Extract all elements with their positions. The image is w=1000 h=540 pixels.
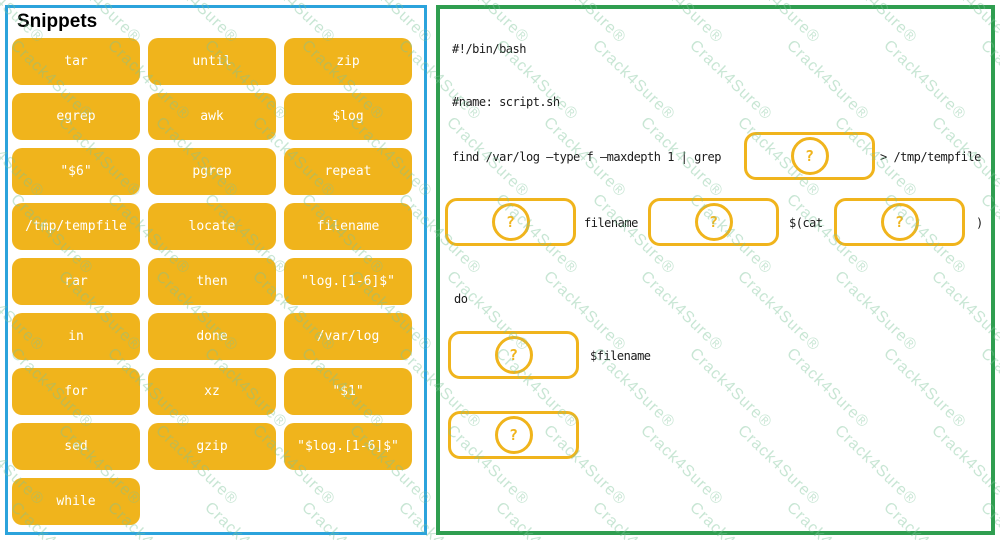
- question-mark-icon: ?: [694, 203, 733, 241]
- snippet-zip[interactable]: zip: [284, 38, 412, 85]
- snippets-panel-title: Snippets: [17, 11, 98, 32]
- snippet-quoted-dollar-1[interactable]: "$1": [284, 368, 412, 415]
- question-mark-icon: ?: [880, 203, 919, 241]
- loop-filename-label: filename: [584, 215, 638, 230]
- drop-zone-done[interactable]: ?: [448, 411, 579, 459]
- snippet-repeat[interactable]: repeat: [284, 148, 412, 195]
- question-mark-icon: ?: [790, 137, 829, 175]
- cat-close-text: ): [976, 215, 983, 230]
- snippet-var-log[interactable]: /var/log: [284, 313, 412, 360]
- cat-open-text: $(cat: [789, 215, 823, 230]
- snippet-dollar-log-regex[interactable]: "$log.[1-6]$": [284, 423, 412, 470]
- snippet-xz[interactable]: xz: [148, 368, 276, 415]
- drop-zone-loop-keyword[interactable]: ?: [445, 198, 576, 246]
- snippet-tmp-tempfile[interactable]: /tmp/tempfile: [12, 203, 140, 250]
- snippet-for[interactable]: for: [12, 368, 140, 415]
- script-line-do: do: [454, 292, 468, 306]
- snippet-until[interactable]: until: [148, 38, 276, 85]
- drop-zone-cat-file[interactable]: ?: [834, 198, 965, 246]
- snippet-pgrep[interactable]: pgrep: [148, 148, 276, 195]
- snippet-gzip[interactable]: gzip: [148, 423, 276, 470]
- drop-zone-grep-pattern[interactable]: ?: [744, 132, 875, 180]
- drop-zone-body-command[interactable]: ?: [448, 331, 579, 379]
- script-line-name-comment: #name: script.sh: [452, 95, 560, 109]
- script-line-body: ? $filename: [440, 331, 991, 380]
- snippet-then[interactable]: then: [148, 258, 276, 305]
- find-command-text: find /var/log –type f –maxdepth 1 | grep: [452, 149, 721, 164]
- snippet-tar[interactable]: tar: [12, 38, 140, 85]
- snippet-awk[interactable]: awk: [148, 93, 276, 140]
- snippets-panel: Snippets tar until zip egrep awk $log "$…: [5, 5, 427, 535]
- script-line-find: find /var/log –type f –maxdepth 1 | grep…: [440, 132, 991, 181]
- script-line-shebang: #!/bin/bash: [452, 42, 526, 56]
- snippet-dollar-log[interactable]: $log: [284, 93, 412, 140]
- script-line-loop: ? filename ? $(cat ? ): [440, 198, 991, 247]
- snippet-log-regex[interactable]: "log.[1-6]$": [284, 258, 412, 305]
- snippet-quoted-dollar-6[interactable]: "$6": [12, 148, 140, 195]
- snippet-sed[interactable]: sed: [12, 423, 140, 470]
- filename-variable-text: $filename: [590, 348, 651, 363]
- script-panel: #!/bin/bash #name: script.sh find /var/l…: [436, 5, 995, 535]
- snippet-filename[interactable]: filename: [284, 203, 412, 250]
- question-mark-icon: ?: [494, 336, 533, 374]
- question-mark-icon: ?: [491, 203, 530, 241]
- snippet-rar[interactable]: rar: [12, 258, 140, 305]
- script-line-end: ?: [440, 411, 991, 460]
- snippet-locate[interactable]: locate: [148, 203, 276, 250]
- question-mark-icon: ?: [494, 416, 533, 454]
- snippet-egrep[interactable]: egrep: [12, 93, 140, 140]
- snippet-in[interactable]: in: [12, 313, 140, 360]
- find-redirect-text: > /tmp/tempfile: [880, 149, 981, 164]
- snippets-grid: tar until zip egrep awk $log "$6" pgrep …: [12, 38, 412, 525]
- snippet-done[interactable]: done: [148, 313, 276, 360]
- drop-zone-in-keyword[interactable]: ?: [648, 198, 779, 246]
- snippet-while[interactable]: while: [12, 478, 140, 525]
